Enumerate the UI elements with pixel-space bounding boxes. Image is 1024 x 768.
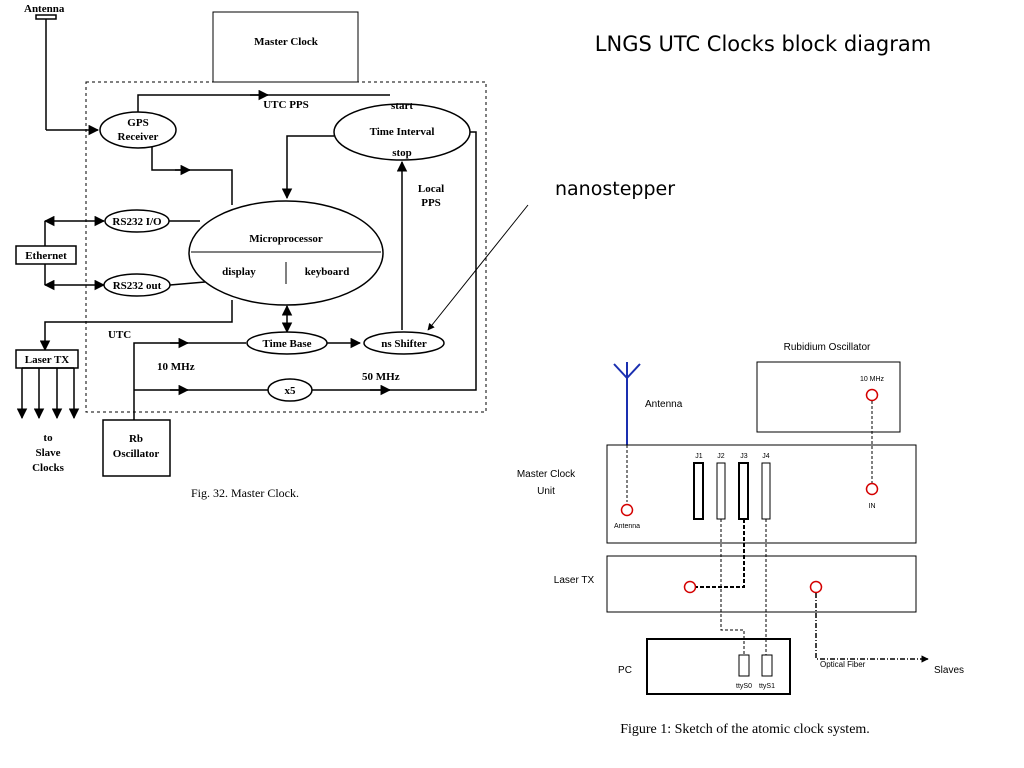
antenna-icon [35, 14, 57, 130]
atomic-clock-diagram: Rubidium Oscillator 10 MHz Antenna Maste… [517, 342, 964, 737]
j3-label: J3 [740, 453, 748, 460]
rubidium-oscillator-box [756, 361, 901, 433]
utc-pps-line [137, 94, 340, 112]
to-slave-label-2: Slave [35, 447, 60, 459]
keyboard-label: keyboard [305, 266, 350, 278]
utc-pps-label: UTC PPS [263, 99, 309, 111]
master-clock-enclosure [85, 81, 487, 413]
utc-label: UTC [108, 329, 131, 341]
rb-to-time-base-line [133, 342, 246, 420]
ttys1-port [761, 654, 773, 677]
ns-shifter-label: ns Shifter [381, 338, 427, 350]
microprocessor-label: Microprocessor [249, 233, 323, 245]
time-interval-to-micro [281, 135, 334, 200]
ethernet-label: Ethernet [25, 250, 67, 262]
fifty-mhz-label: 50 MHz [362, 371, 400, 383]
j1-connector [693, 462, 704, 520]
pc-label: PC [618, 665, 632, 676]
master-clock-label: Master Clock [254, 36, 319, 48]
ttys1-label: ttyS1 [759, 683, 775, 690]
j4-connector [761, 462, 771, 520]
rb-ten-mhz-label: 10 MHz [860, 376, 885, 383]
master-clock-unit-label-2: Unit [537, 486, 555, 497]
start-label: start [391, 100, 413, 112]
master-clock-box [212, 11, 359, 83]
laser-output-arrows [16, 367, 80, 420]
ethernet-box [15, 245, 77, 265]
time-base-label: Time Base [263, 338, 312, 350]
time-interval-label: Time Interval [370, 126, 435, 138]
ttys0-label: ttyS0 [736, 683, 752, 690]
microprocessor-node [188, 200, 384, 306]
rb-osc-label-1: Rb [129, 433, 143, 445]
fig32-caption: Fig. 32. Master Clock. [191, 486, 299, 500]
antenna-port-label: Antenna [614, 523, 640, 530]
to-slave-label-3: Clocks [32, 462, 65, 474]
laser-tx-box-right [606, 555, 917, 613]
slaves-label: Slaves [934, 665, 964, 676]
antenna-icon-blue [613, 362, 641, 445]
in-port-icon [865, 482, 879, 496]
local-pps-label-2: PPS [421, 197, 441, 209]
j2-label: J2 [717, 453, 725, 460]
antenna-label-right: Antenna [645, 399, 683, 410]
fig1-caption: Figure 1: Sketch of the atomic clock sys… [620, 722, 870, 737]
to-slave-label-1: to [43, 432, 53, 444]
slide-title: LNGS UTC Clocks block diagram [595, 32, 931, 56]
laser-out-port-icon [809, 580, 823, 594]
micro-to-rs232-out [169, 281, 206, 286]
antenna-label: Antenna [24, 3, 65, 15]
j4-label: J4 [762, 453, 770, 460]
laser-tx-label-right: Laser TX [554, 575, 595, 586]
rs232-io-label: RS232 I/O [112, 216, 162, 228]
j1-label: J1 [695, 453, 703, 460]
laser-in-port-icon [683, 580, 697, 594]
j3-connector [738, 462, 749, 520]
callout-arrow [427, 204, 529, 331]
ttys0-port [738, 654, 750, 677]
rubidium-oscillator-label: Rubidium Oscillator [784, 342, 871, 353]
laser-tx-label: Laser TX [25, 354, 70, 366]
j3-to-laser-line [696, 519, 745, 588]
stop-label: stop [392, 147, 412, 159]
gps-label-1: GPS [127, 117, 148, 129]
local-pps-label-1: Local [418, 183, 444, 195]
ten-mhz-label: 10 MHz [157, 361, 195, 373]
j2-connector [716, 462, 726, 520]
optical-fiber-line [815, 593, 929, 663]
in-port-label: IN [869, 503, 876, 510]
ns-shifter-node [363, 331, 445, 355]
rb-ten-mhz-port-icon [865, 388, 879, 402]
rb-oscillator-box [102, 419, 171, 477]
utc-to-laser-line [39, 300, 233, 352]
master-clock-diagram: Antenna Master Clock GPS Receiver UTC PP… [15, 3, 487, 500]
antenna-port-icon [620, 503, 634, 517]
rb-osc-label-2: Oscillator [113, 448, 160, 460]
fifty-mhz-line [312, 131, 477, 391]
pc-box [646, 638, 791, 695]
x5-label: x5 [285, 385, 297, 397]
master-clock-unit-label-1: Master Clock [517, 469, 576, 480]
j2-to-ttys0-line [720, 519, 745, 655]
callout-label: nanostepper [555, 178, 675, 200]
rs232-out-label: RS232 out [113, 280, 162, 292]
gps-label-2: Receiver [118, 131, 159, 143]
optical-fiber-label: Optical Fiber [820, 660, 866, 669]
master-clock-unit-box [606, 444, 917, 544]
gps-to-micro [151, 147, 233, 205]
display-label: display [222, 266, 256, 278]
